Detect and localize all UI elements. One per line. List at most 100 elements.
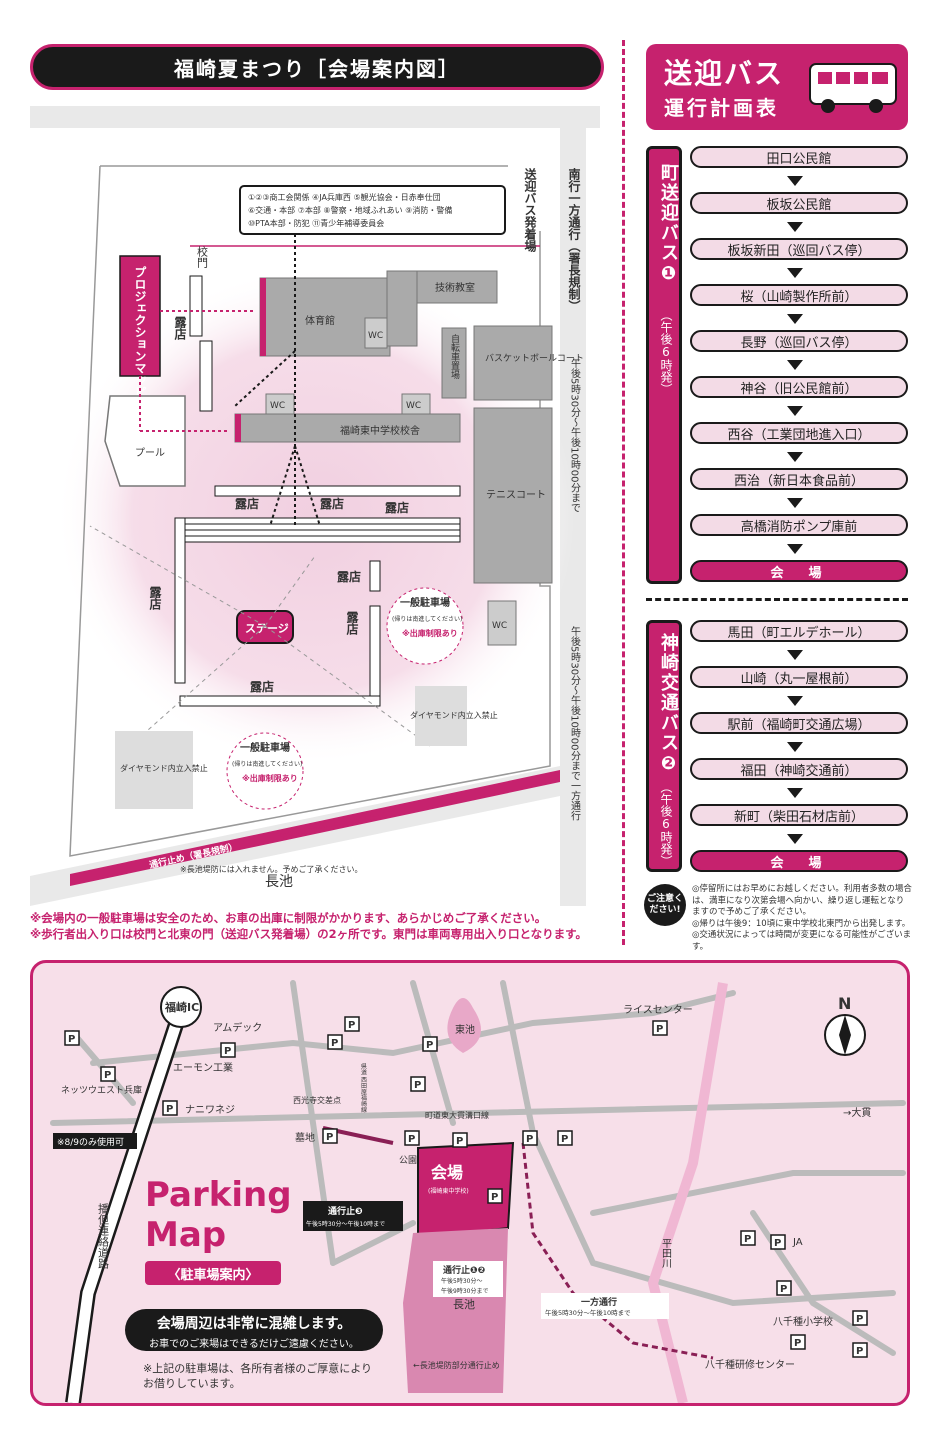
parking-circle-1 [386,587,464,665]
route-1-bar: 町送迎バス❶ （午後6時発） [646,146,682,584]
parking-venue-sub: (福崎東中学校) [428,1187,469,1195]
road-west-label: 県道 西田原福崎線 [360,1063,367,1113]
wc-east [487,600,517,646]
route-1-arrow-6 [787,406,803,416]
bus-schedule-header: 送迎バス 運行計画表 [646,44,908,130]
river-label: 平田川 [660,1238,672,1268]
parking-marker-9-label: P [326,1132,333,1143]
parking-marker-11-label: P [456,1136,463,1147]
path-to-booth-5 [269,445,296,527]
oneway-label: 南行一方通行（署長規制） [567,167,581,312]
bochi-label: 墓地 [295,1131,315,1144]
only-89-label: ※8/9のみ使用可 [57,1136,124,1148]
pk-road-e2 [750,1210,896,1356]
route-1-stop-2: 板坂公民館 [690,192,908,214]
harima-expressway-inner [67,1001,189,1403]
basketball-court [473,325,553,401]
tennis-label: テニスコート [486,490,546,501]
caution-label: ご注意ください! [646,894,683,915]
route-1-stop-5: 長野（巡回バス停） [690,330,908,352]
parking-marker-13 [522,1130,538,1146]
legend-line-2: ⑥交通・本部 ⑦本部 ⑧警察・地域ふれあい ⑨消防・警備 [248,205,452,215]
stall-label-8: 露店 [250,679,274,694]
diamond-area-1 [115,731,193,809]
parking-marker-21 [852,1310,868,1326]
route-1-stop-1: 田口公民館 [690,146,908,168]
compass-needle-icon [839,1015,851,1055]
parking-marker-12-label: P [491,1192,498,1203]
parking-marker-1 [64,1030,80,1046]
parking-marker-3-label: P [224,1046,231,1057]
stall-strip-1 [189,275,203,337]
route-divider [646,598,908,601]
wc-1-label: WC [270,401,285,411]
ja-label: JA [792,1237,803,1248]
venue-map: ①②③商工会関係 ④JA兵庫西 ⑤観光協会・日赤奉仕団 ⑥交通・本部 ⑦本部 ⑧… [30,106,600,906]
parking-2-label: 一般駐車場 [240,741,290,754]
route-1-stop-4: 桜（山崎製作所前） [690,284,908,306]
stall-strip-east-1 [369,560,381,592]
block-3-box [303,1201,403,1231]
ic-marker [160,986,202,1028]
route-2-stop-5: 新町（柴田石材店前） [690,804,908,826]
parking-marker-9 [322,1128,338,1144]
section-divider [622,40,625,945]
route-1-arrow-8 [787,498,803,508]
parking-1-label: 一般駐車場 [400,596,450,609]
parking-marker-14-label: P [561,1134,568,1145]
parking-marker-2 [100,1066,116,1082]
harima-label: 播但連絡道路 [97,1202,110,1270]
koushin-label: 西光寺交差点 [293,1095,341,1105]
school-building-label: 福崎東中学校校舎 [340,424,420,437]
oneway-time-pk: 午後5時30分～午後10時まで [545,1308,631,1317]
ohnuki-label: →大貫 [843,1106,871,1119]
route-1-stop-9: 高橋消防ポンプ庫前 [690,514,908,536]
parking-marker-13-label: P [526,1134,533,1145]
caution-note-1: ◎停留所にはお早めにお越しください。利用者多数の場合は、満車になり次第会場へ向か… [692,884,912,917]
parking-marker-15 [652,1020,668,1036]
tech-room-annex [386,270,418,347]
stage-view-line-3 [264,625,431,747]
route-1-arrow-2 [787,222,803,232]
route-1-arrow-9 [787,544,803,554]
stall-strip-3 [214,485,461,497]
parking-marker-20 [852,1342,868,1358]
parking-marker-18 [776,1280,792,1296]
parking-venue-label: 会場 [431,1163,463,1182]
parking-marker-1-label: P [68,1034,75,1045]
stall-label-1: 露店 [173,316,187,341]
projection-mapping-label: プロジェクションマッピング [133,266,147,422]
stage-view-line-1 [89,525,266,627]
pond-label: 長池 [265,874,293,890]
route-1-stop-8: 西治（新日本食品前） [690,468,908,490]
parking-marker-6-label: P [348,1020,355,1031]
parking-marker-4-label: P [166,1104,173,1115]
bus-title-1: 送迎バス [664,57,785,90]
caution-note-3: ◎交通状況によっては時間が変更になる可能性がございます。 [692,930,912,952]
route-2-stop-2: 山崎（丸一屋根前） [690,666,908,688]
bike-shed [441,327,467,399]
road-north [30,106,600,128]
congestion-banner: 会場周辺は非常に混雑します。 お車でのご来場はできるだけご遠慮ください。 [125,1309,383,1351]
parking-2-limit: ※出庫制限あり [242,773,298,783]
parking-1-note: (帰りは南進してください) [392,615,462,623]
route-1-final: 会 場 [690,560,908,582]
gym-screen [260,278,266,356]
bus-stop-area [508,161,548,231]
parking-markers: P P P P P P P P P P P P P P P P P P P [64,1016,868,1358]
parking-marker-15-label: P [656,1024,663,1035]
pk-road-main [50,1100,906,1126]
route-2-final: 会 場 [690,850,908,872]
tennis-court [473,407,553,584]
path-to-tents [234,350,296,407]
parking-marker-6 [344,1016,360,1032]
oneway-time-label: 午後5時30分～午後10時00分まで [569,357,581,513]
bus-title-2: 運行計画表 [664,96,779,120]
pk-road-n2 [410,980,456,1126]
pk-road-se [530,1130,896,1307]
pk-road-n3 [500,980,536,1136]
gym-label: 体育館 [305,314,335,327]
congestion-main: 会場周辺は非常に混雑します。 [156,1316,352,1332]
pool [104,395,186,487]
venue-notes: ※会場内の一般駐車場は安全のため、お車の出庫に制限がかかります、あらかじめご了承… [30,910,620,942]
